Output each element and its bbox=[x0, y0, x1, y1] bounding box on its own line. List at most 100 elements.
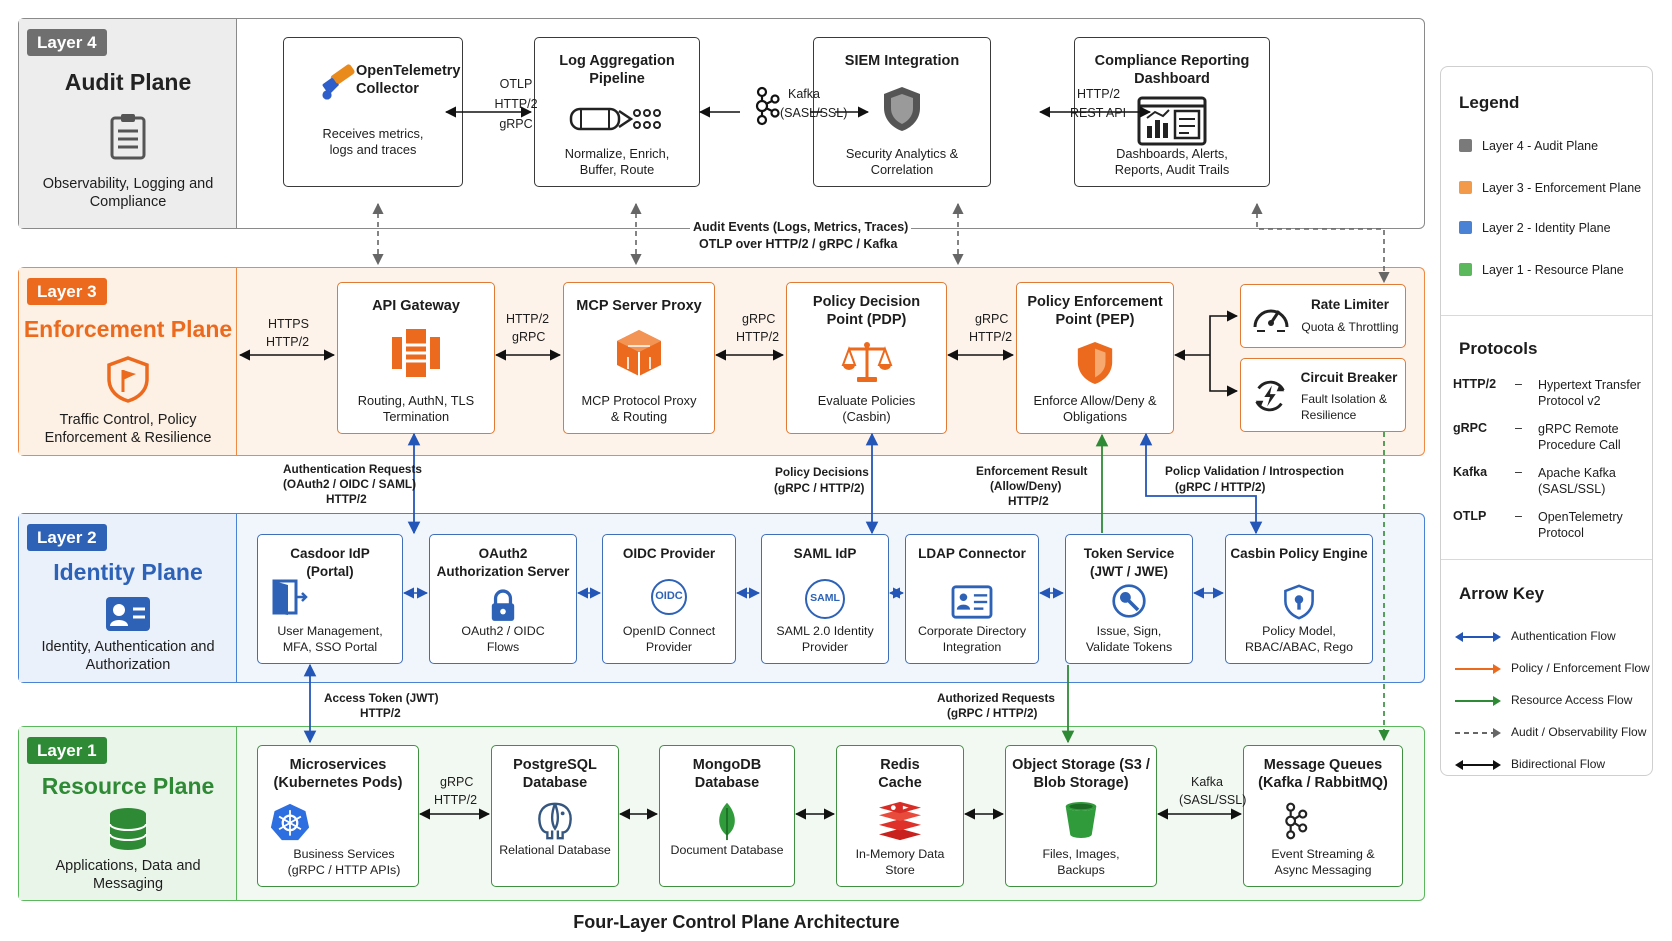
arrow-key-label: Audit / Observability Flow bbox=[1511, 725, 1647, 739]
label-siem-comp-1: HTTP/2 bbox=[1077, 87, 1121, 101]
node-compliance-title: Compliance Reporting Dashboard bbox=[1094, 53, 1250, 87]
layer-2-header: Layer 2 Identity Plane Identity, Authent… bbox=[19, 514, 237, 682]
redis-cubes-icon bbox=[879, 801, 921, 841]
node-siem-desc: Security Analytics & Correlation bbox=[845, 146, 959, 177]
oidc-badge-icon: OIDC bbox=[651, 579, 687, 615]
layer-2-band: Layer 2 Identity Plane Identity, Authent… bbox=[18, 513, 1425, 683]
layer-4-tag: Layer 4 bbox=[27, 29, 107, 56]
shield-flag-icon bbox=[107, 356, 149, 403]
shield-icon bbox=[884, 87, 920, 131]
node-saml[interactable]: SAML IdP SAML SAML 2.0 Identity Provider bbox=[761, 534, 889, 664]
node-ratelimiter-title: Rate Limiter bbox=[1310, 297, 1390, 312]
legend-item-label: Layer 1 - Resource Plane bbox=[1482, 263, 1624, 277]
protocol-key: HTTP/2 bbox=[1453, 377, 1497, 391]
node-micro-title: Microservices (Kubernetes Pods) bbox=[273, 757, 403, 791]
label-kafka-top-1: Kafka bbox=[788, 87, 820, 101]
legend-item-label: Layer 3 - Enforcement Plane bbox=[1482, 181, 1642, 195]
legend-swatch bbox=[1459, 221, 1472, 234]
node-saml-desc: SAML 2.0 Identity Provider bbox=[776, 624, 874, 654]
node-casdoor[interactable]: Casdoor IdP (Portal) User Management, MF… bbox=[257, 534, 403, 664]
node-ldap[interactable]: LDAP Connector Corporate Directory Integ… bbox=[905, 534, 1039, 664]
legend-item-l2: Layer 2 - Identity Plane bbox=[1459, 221, 1611, 235]
node-objstore[interactable]: Object Storage (S3 / Blob Storage) Files… bbox=[1005, 745, 1157, 887]
node-mongo[interactable]: MongoDB Database Document Database bbox=[659, 745, 795, 887]
layer-3-name: Enforcement Plane bbox=[23, 316, 233, 342]
protocol-value: Hypertext Transfer Protocol v2 bbox=[1538, 378, 1641, 408]
protocols-title: Protocols bbox=[1459, 339, 1538, 358]
label-kafka-bot-1: Kafka bbox=[1191, 775, 1223, 789]
node-ldap-title: LDAP Connector bbox=[918, 546, 1026, 561]
node-mq-desc: Event Streaming & Async Messaging bbox=[1271, 847, 1375, 877]
node-logagg[interactable]: Log Aggregation Pipeline Normalize, Enri… bbox=[534, 37, 700, 187]
label-gw-mcp-1: HTTP/2 bbox=[506, 312, 550, 326]
node-oidc[interactable]: OIDC Provider OIDC OpenID Connect Provid… bbox=[602, 534, 736, 664]
api-gateway-icon bbox=[392, 329, 440, 377]
label-authz-2: (gRPC / HTTP/2) bbox=[947, 706, 1038, 720]
layer-3-header: Layer 3 Enforcement Plane Traffic Contro… bbox=[19, 268, 237, 455]
legend-swatch bbox=[1459, 139, 1472, 152]
leaf-icon bbox=[719, 802, 735, 841]
telescope-icon bbox=[322, 64, 355, 100]
protocol-key: Kafka bbox=[1453, 465, 1488, 479]
green-arrow-icon bbox=[1455, 696, 1501, 706]
layer-4-desc: Observability, Logging and Compliance bbox=[42, 176, 214, 210]
node-token-title: Token Service (JWT / JWE) bbox=[1083, 546, 1175, 579]
node-pep[interactable]: Policy Enforcement Point (PEP) Enforce A… bbox=[1016, 282, 1174, 434]
legend-divider bbox=[1441, 315, 1652, 316]
legend-swatch bbox=[1459, 181, 1472, 194]
label-access-1: Access Token (JWT) bbox=[324, 691, 439, 705]
node-casbin-desc: Policy Model, RBAC/ABAC, Rego bbox=[1244, 624, 1354, 654]
bucket-icon bbox=[1065, 802, 1097, 838]
node-token-desc: Issue, Sign, Validate Tokens bbox=[1085, 624, 1173, 654]
node-otel[interactable]: OpenTelemetry Collector Receives metrics… bbox=[283, 37, 463, 187]
cube-icon bbox=[617, 330, 661, 376]
pipeline-icon bbox=[569, 107, 661, 131]
lightning-cycle-icon bbox=[1255, 380, 1285, 412]
saml-badge-icon: SAML bbox=[805, 579, 845, 619]
label-https-2: HTTP/2 bbox=[266, 335, 310, 349]
node-mongo-title: MongoDB Database bbox=[692, 757, 762, 791]
node-pep-desc: Enforce Allow/Deny & Obligations bbox=[1033, 393, 1157, 424]
protocol-key: gRPC bbox=[1453, 421, 1488, 435]
layer-1-band: Layer 1 Resource Plane Applications, Dat… bbox=[18, 726, 1425, 901]
protocol-dash: – bbox=[1515, 377, 1522, 391]
protocol-value: Apache Kafka (SASL/SSL) bbox=[1538, 466, 1616, 496]
node-casdoor-title: Casdoor IdP (Portal) bbox=[290, 546, 370, 579]
node-ratelimiter-desc: Quota & Throttling bbox=[1301, 320, 1399, 334]
legend-divider bbox=[1441, 559, 1652, 560]
label-ms-pg-2: HTTP/2 bbox=[434, 793, 478, 807]
node-mq-title: Message Queues (Kafka / RabbitMQ) bbox=[1258, 757, 1388, 791]
label-enfres-1: Enforcement Result bbox=[976, 464, 1088, 478]
kubernetes-icon bbox=[270, 803, 310, 841]
node-mcp[interactable]: MCP Server Proxy MCP Protocol Proxy & Ro… bbox=[563, 282, 715, 434]
node-apigw[interactable]: API Gateway Routing, AuthN, TLS Terminat… bbox=[337, 282, 495, 434]
layer-2-tag: Layer 2 bbox=[27, 524, 107, 551]
node-objstore-desc: Files, Images, Backups bbox=[1042, 847, 1120, 877]
node-redis[interactable]: Redis Cache In-Memory Data Store bbox=[836, 745, 964, 887]
layer-3-band: Layer 3 Enforcement Plane Traffic Contro… bbox=[18, 267, 1425, 456]
node-breaker[interactable]: Circuit Breaker Fault Isolation & Resili… bbox=[1240, 358, 1406, 432]
label-ms-pg-1: gRPC bbox=[440, 775, 474, 789]
label-poldec-2: (gRPC / HTTP/2) bbox=[774, 481, 865, 495]
label-https-1: HTTPS bbox=[268, 317, 309, 331]
node-mq[interactable]: Message Queues (Kafka / RabbitMQ) Event … bbox=[1243, 745, 1403, 887]
label-pdp-pep-1: gRPC bbox=[975, 312, 1009, 326]
node-siem[interactable]: SIEM Integration Security Analytics & Co… bbox=[813, 37, 991, 187]
arrow-key-title: Arrow Key bbox=[1459, 584, 1545, 603]
label-pdp-pep-2: HTTP/2 bbox=[969, 330, 1013, 344]
label-authz-1: Authorized Requests bbox=[937, 691, 1055, 705]
protocol-dash: – bbox=[1515, 465, 1522, 479]
node-oauth[interactable]: OAuth2 Authorization Server OAuth2 / OID… bbox=[429, 534, 577, 664]
node-saml-title: SAML IdP bbox=[793, 546, 857, 561]
label-polval-1: Policp Validation / Introspection bbox=[1165, 464, 1344, 478]
node-casbin[interactable]: Casbin Policy Engine Policy Model, RBAC/… bbox=[1225, 534, 1373, 664]
legend-panel: Legend Layer 4 - Audit Plane Layer 3 - E… bbox=[1440, 66, 1653, 776]
node-token[interactable]: Token Service (JWT / JWE) Issue, Sign, V… bbox=[1065, 534, 1193, 664]
node-pdp[interactable]: Policy Decision Point (PDP) Evaluate Pol… bbox=[786, 282, 947, 434]
node-logagg-desc: Normalize, Enrich, Buffer, Route bbox=[564, 146, 670, 177]
node-postgres[interactable]: PostgreSQL Database Relational Database bbox=[491, 745, 619, 887]
oidc-badge-text: OIDC bbox=[655, 590, 683, 602]
node-ratelimiter[interactable]: Rate Limiter Quota & Throttling bbox=[1240, 284, 1406, 348]
legend-item-label: Layer 4 - Audit Plane bbox=[1482, 139, 1599, 153]
node-micro[interactable]: Microservices (Kubernetes Pods) Business… bbox=[257, 745, 419, 887]
